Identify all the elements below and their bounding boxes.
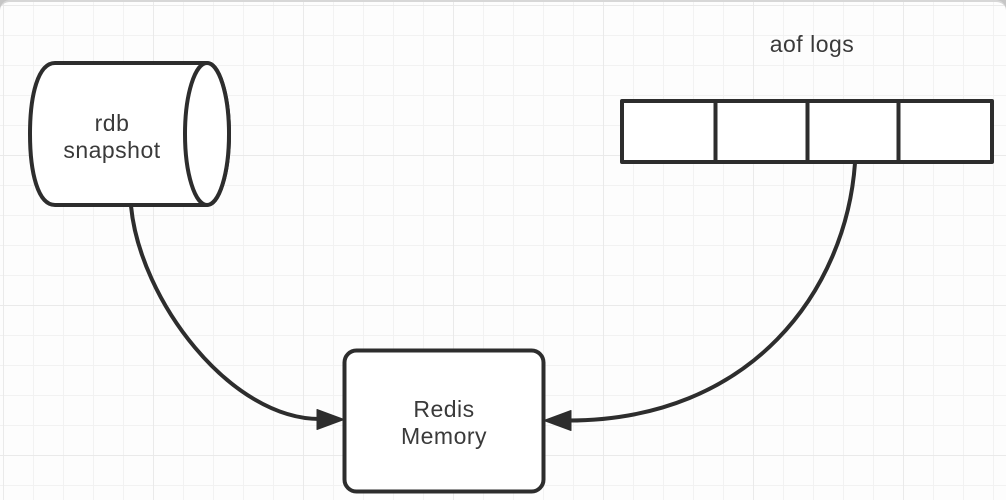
edge-rdb-curve <box>129 204 322 421</box>
edge-rdb-arrowhead-icon <box>316 409 345 430</box>
rdb-label-line2: snapshot <box>63 137 160 163</box>
aof-logs-label: aof logs <box>770 31 855 57</box>
redis-memory-label-line1: Redis <box>413 396 474 422</box>
rdb-cylinder-rim <box>183 61 231 207</box>
rdb-label-line1: rdb <box>95 110 130 136</box>
node-aof-logs: aof logs <box>620 31 994 164</box>
node-rdb-snapshot: rdb snapshot <box>28 61 231 207</box>
edge-aof-arrowhead-icon <box>543 410 572 431</box>
edge-aof-to-redis <box>543 161 857 431</box>
redis-memory-rect <box>342 348 546 494</box>
edge-aof-curve <box>566 161 857 423</box>
node-redis-memory: Redis Memory <box>342 348 546 494</box>
redis-memory-label-line2: Memory <box>401 423 487 449</box>
edge-rdb-to-redis <box>129 204 345 430</box>
